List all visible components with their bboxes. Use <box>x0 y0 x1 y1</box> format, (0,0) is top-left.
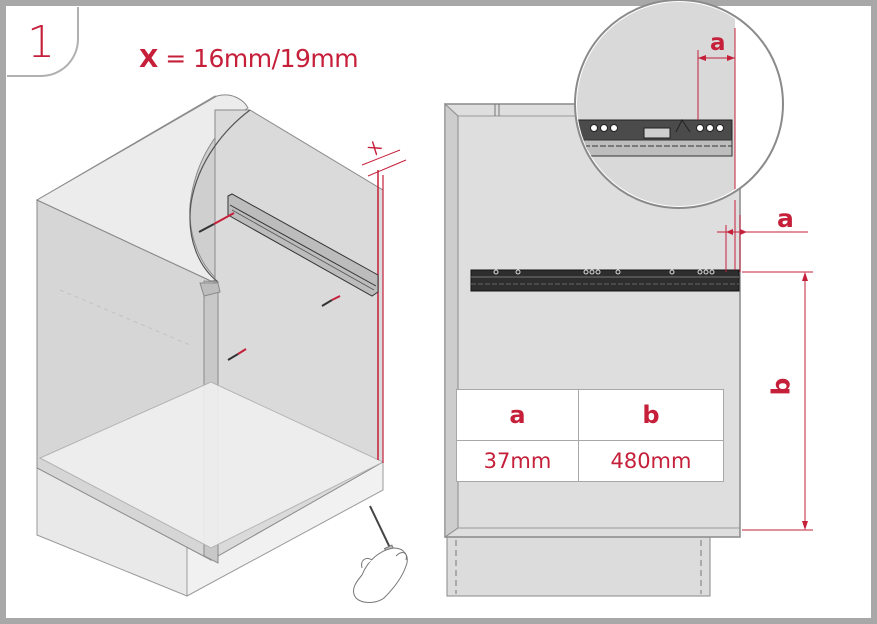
hand-screwdriver-icon <box>353 505 408 603</box>
cutaway-curve <box>189 109 251 283</box>
step-number: 1 <box>27 17 55 68</box>
table-value-a: 37mm <box>456 440 579 482</box>
x-marker-label: X <box>364 138 386 158</box>
dimension-a-detail-label: a <box>710 30 726 56</box>
detail-magnifier <box>574 0 784 270</box>
cabinet-isometric: X <box>35 94 407 597</box>
formula-variable: X <box>139 44 158 73</box>
table-header-b: b <box>577 389 725 441</box>
table-header-a: a <box>456 389 579 441</box>
screw-marks <box>198 212 341 361</box>
table-value-b: 480mm <box>577 440 725 482</box>
formula-value: 16mm/19mm <box>193 44 359 73</box>
cabinet-top-panel <box>35 94 249 282</box>
formula-equals: = <box>157 44 194 73</box>
step-badge: 1 <box>7 7 79 77</box>
dimension-a-side-label: a <box>777 204 794 233</box>
dimension-b-label: b <box>766 377 796 396</box>
thickness-formula: X = 16mm/19mm <box>139 44 359 73</box>
dimension-table: a b 37mm 480mm <box>456 389 725 482</box>
drawer-runner-side <box>470 269 740 292</box>
